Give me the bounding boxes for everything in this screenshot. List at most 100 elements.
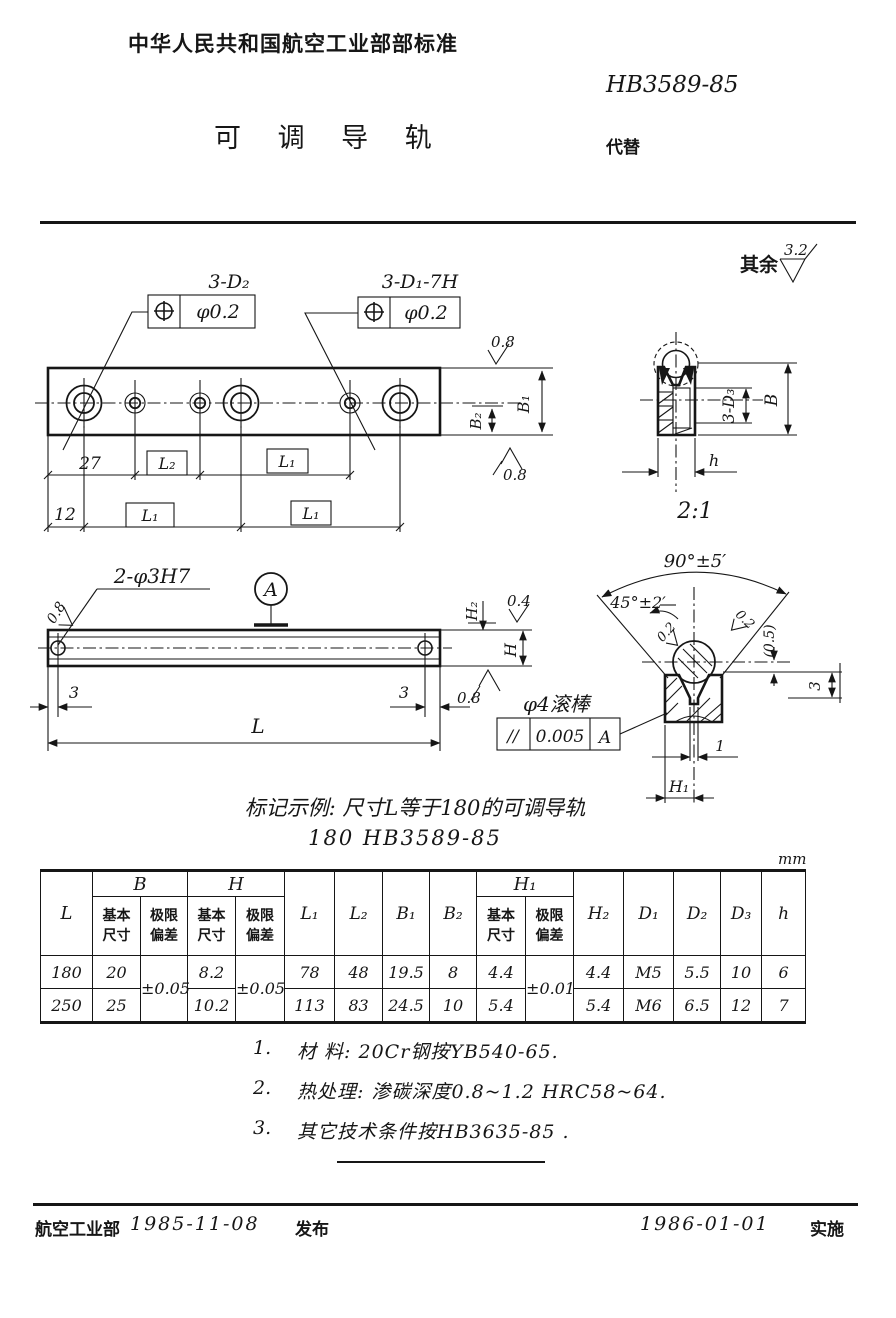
finish-br-value: 0.8 bbox=[457, 689, 481, 707]
position-tolerance-value: φ0.2 bbox=[196, 301, 240, 323]
face-lines bbox=[723, 663, 842, 703]
col-header-d1: D₁ bbox=[623, 870, 675, 956]
parallelism-icon: // bbox=[505, 727, 521, 747]
footer-issue-date: 1985-11-08 bbox=[130, 1213, 260, 1235]
col-header-h1: H₁ bbox=[476, 870, 575, 897]
finish-04-value: 0.4 bbox=[507, 592, 531, 610]
roller-callout: φ4滚棒 // 0.005 A bbox=[496, 692, 668, 751]
header-divider bbox=[40, 221, 856, 224]
col-header-h: H bbox=[187, 870, 286, 897]
cell-l2: 83 bbox=[334, 988, 384, 1023]
footer-short-divider bbox=[337, 1161, 545, 1163]
surface-finish-icon bbox=[665, 629, 679, 647]
dim-h-label: H bbox=[501, 642, 520, 658]
col-header-l1: L₁ bbox=[284, 870, 336, 956]
cell-b-basic: 20 bbox=[92, 955, 141, 989]
subheader-dev: 极限 偏差 bbox=[139, 896, 189, 956]
roller-label: φ4滚棒 bbox=[523, 692, 593, 716]
rail-side-outline bbox=[38, 628, 452, 668]
cell-h2: 4.4 bbox=[573, 955, 625, 989]
height-dimensions: H₂ 0.4 H 0.8 bbox=[440, 592, 532, 707]
org-title: 中华人民共和国航空工业部部标准 bbox=[128, 33, 458, 56]
cell-h-basic: 10.2 bbox=[187, 988, 237, 1023]
finish-left-value: 0.8 bbox=[44, 599, 69, 626]
dim-b-label: B bbox=[762, 394, 782, 408]
scale-label: 2:1 bbox=[676, 499, 712, 524]
footer-impl-date: 1986-01-01 bbox=[640, 1213, 770, 1235]
replaces-label: 代替 bbox=[606, 138, 640, 157]
dim-b1-label: B₁ bbox=[514, 395, 533, 414]
surface-finish-icon bbox=[487, 343, 510, 366]
dimension-chain-row2: 12 L₁ L₁ bbox=[43, 426, 405, 532]
end-holes bbox=[50, 633, 433, 663]
note-number: 2. bbox=[253, 1077, 272, 1099]
surface-finish-icon bbox=[478, 668, 501, 692]
marking-example-line1: 标记示例: 尺寸L等于180的可调导轨 bbox=[244, 796, 586, 820]
footer-divider bbox=[33, 1203, 858, 1206]
surface-finish-icon bbox=[730, 618, 748, 631]
width-dimensions: B₁ B₂ 0.8 0.8 bbox=[440, 333, 553, 484]
dim-12-label: 12 bbox=[54, 505, 76, 525]
cell-d1: M6 bbox=[623, 988, 675, 1023]
footer-issue-label: 发布 bbox=[295, 1220, 329, 1239]
dim-05: (0.5) bbox=[762, 624, 778, 686]
callout-d2-label: 3-D₂ bbox=[208, 271, 249, 293]
position-tolerance-value: φ0.2 bbox=[404, 302, 448, 324]
footer-impl-label: 实施 bbox=[810, 1220, 844, 1239]
col-header-d3: D₃ bbox=[720, 870, 763, 956]
top-view-drawing: 3-D₂ φ0.2 3-D₁-7H φ0.2 B₁ B bbox=[35, 271, 553, 532]
surface-note-prefix: 其余 bbox=[740, 255, 779, 276]
dimension-table-wrap: L B H L₁ L₂ B₁ B₂ H₁ H₂ D₁ D₂ D₃ h 基本 尺寸… bbox=[40, 869, 807, 1024]
table-row: 180 20 ±0.05 8.2 ±0.05 78 48 19.5 8 4.4 … bbox=[40, 955, 807, 1023]
cell-d3: 10 bbox=[720, 955, 763, 989]
note-number: 1. bbox=[253, 1037, 272, 1059]
subheader-basic: 基本 尺寸 bbox=[187, 896, 237, 956]
dim-l2-label: L₂ bbox=[157, 454, 175, 473]
cell-b2: 10 bbox=[429, 988, 478, 1023]
col-header-b2: B₂ bbox=[429, 870, 478, 956]
finish-top-value: 0.8 bbox=[491, 333, 515, 351]
note-text: 材 料: 20Cr钢按YB540-65. bbox=[297, 1041, 559, 1063]
dim-h1: H₁ bbox=[646, 725, 714, 803]
subheader-basic: 基本 尺寸 bbox=[476, 896, 527, 956]
side-view-drawing: 2-φ3H7 0.8 A H₂ 0.4 H 0.8 bbox=[30, 564, 532, 751]
note-text: 热处理: 渗碳深度0.8~1.2 HRC58~64. bbox=[297, 1081, 667, 1103]
dim-h2-label: H₂ bbox=[463, 601, 481, 621]
fcf-value: 0.005 bbox=[536, 727, 585, 747]
cell-b-dev: ±0.05 bbox=[139, 955, 190, 1023]
note-line: 1. 材 料: 20Cr钢按YB540-65. bbox=[253, 1037, 667, 1064]
dim-l1b-label: L₁ bbox=[301, 504, 319, 523]
subheader-basic: 基本 尺寸 bbox=[92, 896, 141, 956]
dim-05-label: (0.5) bbox=[762, 624, 778, 657]
note-line: 3. 其它技术条件按HB3635-85 . bbox=[253, 1117, 667, 1144]
dim-h1-label: H₁ bbox=[668, 777, 689, 796]
cell-d2: 6.5 bbox=[673, 988, 722, 1023]
fcf-d1: 3-D₁-7H φ0.2 bbox=[304, 271, 461, 451]
col-header-h-small: h bbox=[761, 870, 807, 956]
surface-roughness-icon: 3.2 bbox=[779, 242, 818, 284]
cell-h-basic: 8.2 bbox=[187, 955, 237, 989]
leader-line bbox=[304, 312, 376, 451]
cell-h1-dev: ±0.01 bbox=[525, 955, 575, 1023]
finish-top-left: 0.8 bbox=[44, 599, 74, 627]
cell-b1: 19.5 bbox=[382, 955, 431, 989]
angle-90-label: 90°±5′ bbox=[664, 551, 727, 572]
dim-l1-label: L₁ bbox=[277, 452, 295, 471]
subheader-dev: 极限 偏差 bbox=[235, 896, 286, 956]
hole-callout-label: 2-φ3H7 bbox=[113, 564, 191, 588]
col-header-l2: L₂ bbox=[334, 870, 384, 956]
cell-b-basic: 25 bbox=[92, 988, 141, 1023]
callout-2phi3h7: 2-φ3H7 bbox=[57, 564, 210, 646]
cell-l1: 78 bbox=[284, 955, 336, 989]
dim-27-label: 27 bbox=[78, 454, 101, 474]
cell-h1-basic: 5.4 bbox=[476, 988, 527, 1023]
notes-block: 1. 材 料: 20Cr钢按YB540-65. 2. 热处理: 渗碳深度0.8~… bbox=[253, 1037, 667, 1157]
note-text: 其它技术条件按HB3635-85 . bbox=[297, 1121, 570, 1143]
fcf-datum: A bbox=[597, 728, 611, 748]
cell-b1: 24.5 bbox=[382, 988, 431, 1023]
col-header-h2: H₂ bbox=[573, 870, 625, 956]
rail-top-outline bbox=[35, 366, 523, 437]
col-header-b: B bbox=[91, 870, 189, 897]
dim-3-section: 3 bbox=[806, 672, 836, 698]
